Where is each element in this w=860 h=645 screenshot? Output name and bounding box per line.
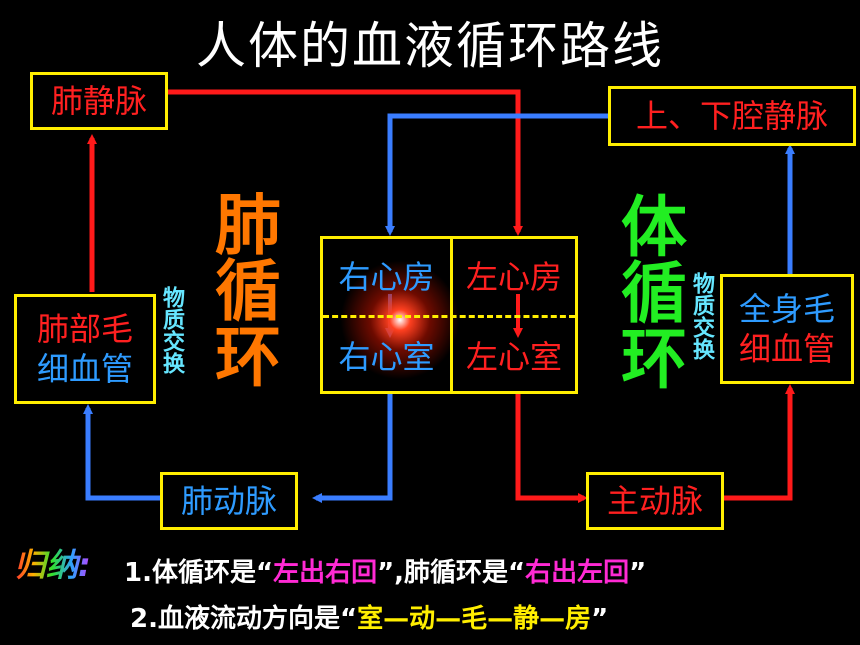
vena-cava-box: 上、下腔静脉 <box>608 86 856 146</box>
summary-line1-mid: ”,肺循环是“ <box>377 558 526 588</box>
pulmonary-vein-label: 肺静脉 <box>50 82 147 120</box>
summary-line-1: 1.体循环是“左出右回”,肺循环是“右出左回” <box>124 552 646 589</box>
pulmonary-artery-label: 肺动脉 <box>180 482 277 520</box>
lung-capillary-line2: 细血管 <box>36 350 133 388</box>
arrow-pulmonary-artery-to-lung-capillary <box>83 404 162 501</box>
page-title: 人体的血液循环路线 <box>196 17 664 75</box>
summary-line1-highlight1: 左出右回 <box>273 558 378 588</box>
heart-glow <box>340 260 460 380</box>
arrow-left-ventricle-to-aorta <box>515 394 588 503</box>
lung-exchange-label: 物质交换 <box>159 286 184 374</box>
body-capillary-box: 全身毛 细血管 <box>720 274 854 384</box>
arrow-vena-cava-to-right-atrium <box>385 113 610 236</box>
pulmonary-artery-box: 肺动脉 <box>160 472 298 530</box>
arrow-pulmonary-vein-to-left-atrium <box>168 89 523 236</box>
summary-line-2: 2.血液流动方向是“室—动—毛—静—房” <box>130 598 608 635</box>
body-capillary-line1: 全身毛 <box>738 290 835 328</box>
summary-line2-suffix: ” <box>591 604 609 634</box>
summary-line2-prefix: 2.血液流动方向是“ <box>130 604 358 634</box>
heart-box: 右心房 左心房 右心室 左心室 <box>320 236 578 394</box>
right-ventricle: 右心室 <box>338 338 435 376</box>
pulmonary-vein-box: 肺静脉 <box>30 72 168 130</box>
left-atrium: 左心房 <box>465 258 562 296</box>
summary-line1-prefix: 1.体循环是“ <box>124 558 274 588</box>
summary-line1-highlight2: 右出左回 <box>525 558 630 588</box>
right-atrium: 右心房 <box>338 258 435 296</box>
aorta-label: 主动脉 <box>606 482 703 520</box>
body-exchange-label: 物质交换 <box>689 272 714 360</box>
lung-capillary-line1: 肺部毛 <box>36 310 133 348</box>
arrow-aorta-to-body-capillary <box>722 384 795 501</box>
aorta-box: 主动脉 <box>586 472 724 530</box>
lung-capillary-box: 肺部毛 细血管 <box>14 294 156 404</box>
systemic-circulation-label: 体循环 <box>610 192 687 390</box>
pulmonary-circulation-label: 肺循环 <box>204 190 281 388</box>
body-capillary-line2: 细血管 <box>738 330 835 368</box>
summary-label: 归纳: <box>14 540 91 586</box>
summary-line1-suffix: ” <box>629 558 647 588</box>
summary-line2-highlight: 室—动—毛—静—房 <box>357 604 592 634</box>
vena-cava-label: 上、下腔静脉 <box>635 97 828 135</box>
left-ventricle: 左心室 <box>465 338 562 376</box>
heart-divider-dashed <box>323 315 575 318</box>
arrow-right-ventricle-to-pulmonary-artery <box>312 394 393 503</box>
